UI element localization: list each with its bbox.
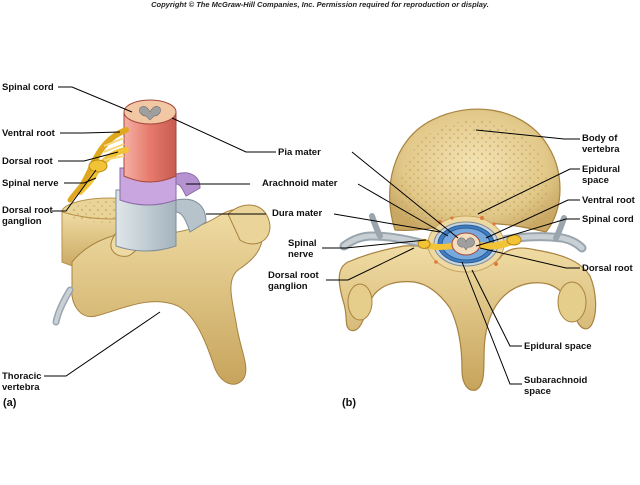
leader-epidural-bottom <box>471 269 522 347</box>
panel-a-letter: (a) <box>3 397 17 409</box>
leader-spinal-nerve-b <box>322 239 427 249</box>
leader-spinal-nerve-a <box>64 177 97 184</box>
label-ventral-root-b: Ventral root <box>582 195 635 206</box>
leader-epidural-top <box>477 168 580 215</box>
label-spinal-cord-b: Spinal cord <box>582 214 634 225</box>
leader-drg-b <box>326 247 415 281</box>
dura-tube-a <box>115 189 177 252</box>
leader-ventral-root-a <box>60 131 121 134</box>
leader-spinal-cord-a <box>58 86 133 113</box>
drg-a <box>88 159 108 173</box>
label-pia-mater: Pia mater <box>278 147 321 158</box>
panel-b-letter: (b) <box>342 397 357 409</box>
copyright-notice: Copyright © The McGraw-Hill Companies, I… <box>151 0 489 9</box>
label-spinal-nerve-b: Spinal nerve <box>288 238 317 260</box>
label-subarachnoid-space: Subarachnoid space <box>524 375 588 397</box>
label-epidural-space-top: Epidural space <box>582 164 621 186</box>
label-dorsal-root-a: Dorsal root <box>2 156 53 167</box>
leader-ventral-root-b <box>485 199 580 239</box>
label-dura-mater: Dura mater <box>272 208 323 219</box>
label-dorsal-root-b: Dorsal root <box>582 263 633 274</box>
spinal-cord-a <box>123 111 177 183</box>
label-body-of-vertebra: Body of vertebra <box>582 133 620 155</box>
label-drg-a: Dorsal root ganglion <box>2 205 53 227</box>
leader-drg-a <box>52 169 97 212</box>
leader-lines <box>44 86 580 385</box>
leader-body <box>475 129 580 140</box>
label-thoracic-vertebra: Thoracic vertebra <box>2 371 42 393</box>
vertebra-b-arch <box>338 245 597 391</box>
leader-dorsal-root-b <box>479 247 580 269</box>
label-arachnoid-mater: Arachnoid mater <box>262 178 338 189</box>
leader-dura-b <box>333 213 441 233</box>
label-epidural-space-bottom: Epidural space <box>524 341 592 352</box>
label-spinal-nerve-a: Spinal nerve <box>2 178 59 189</box>
leader-dorsal-root-a <box>58 151 119 162</box>
label-ventral-root-a: Ventral root <box>2 128 55 139</box>
panel-a-drawing <box>52 99 271 385</box>
leader-subarachnoid <box>461 261 522 385</box>
leader-arachnoid-b <box>357 183 449 237</box>
label-drg-b: Dorsal root ganglion <box>268 270 319 292</box>
label-spinal-cord-a: Spinal cord <box>2 82 54 93</box>
leader-pia-b <box>351 151 459 239</box>
leader-spinal-cord-b <box>475 218 580 247</box>
leader-thoracic-a <box>44 311 161 377</box>
leader-pia <box>171 117 276 153</box>
